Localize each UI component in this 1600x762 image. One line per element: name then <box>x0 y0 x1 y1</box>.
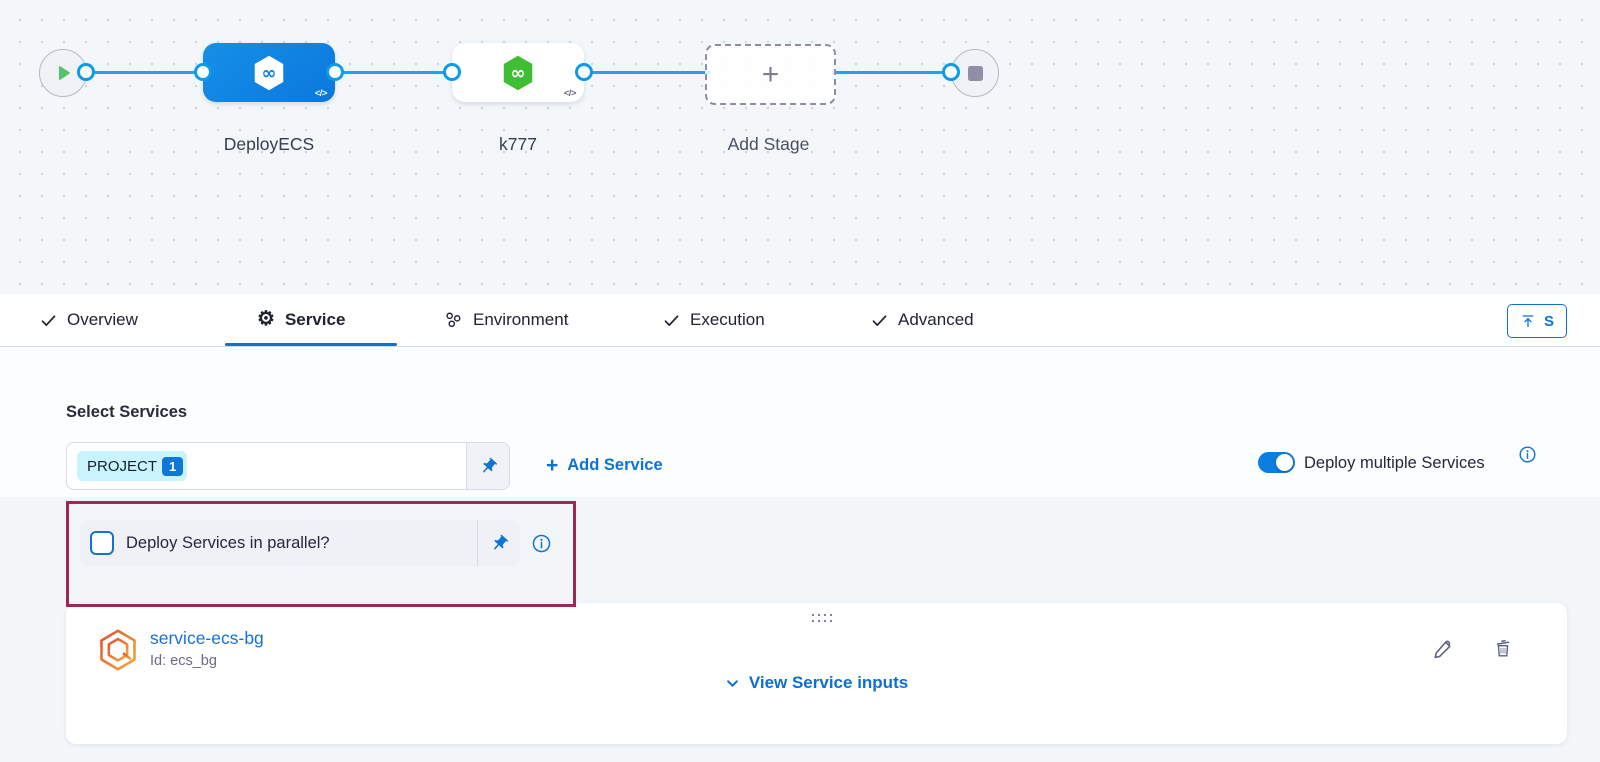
connector-port <box>194 63 212 81</box>
gear-icon: ⚙ <box>257 308 275 330</box>
add-stage-button[interactable]: + <box>705 44 836 105</box>
check-icon <box>664 314 679 326</box>
tab-label: Service <box>284 310 346 329</box>
pin-input-button[interactable] <box>477 520 520 566</box>
toggle-knob <box>1276 454 1293 471</box>
tab-label: Advanced <box>898 310 974 329</box>
pin-icon <box>493 534 508 549</box>
tab-environment[interactable]: Environment <box>443 294 568 346</box>
stage-node-deployecs[interactable]: ∞ </> <box>203 43 335 102</box>
edge-deployecs-k777 <box>335 71 455 74</box>
stop-icon <box>967 65 983 81</box>
service-id-text: Id: ecs_bg <box>150 653 217 669</box>
view-inputs-label: View Service inputs <box>748 673 909 692</box>
pipeline-canvas: ∞ </> ∞ </> + DeployECS k777 Add Stage <box>0 0 1600 294</box>
save-button[interactable]: S <box>1507 304 1568 338</box>
deploy-parallel-field: Deploy Services in parallel? <box>80 520 520 566</box>
edge-addstage-end <box>832 71 954 74</box>
services-multiselect[interactable]: PROJECT 1 <box>66 442 510 490</box>
harness-cd-icon: ∞ <box>254 55 284 90</box>
add-service-label: Add Service <box>567 455 663 474</box>
upload-icon <box>1522 315 1534 327</box>
annotation-highlight-box <box>66 501 576 607</box>
service-card: service-ecs-bg Id: ecs_bg View Service i… <box>66 603 1567 744</box>
edit-service-button[interactable] <box>1430 635 1456 661</box>
plus-icon: + <box>761 57 780 91</box>
service-name-link[interactable]: service-ecs-bg <box>150 628 264 648</box>
svg-text:∞: ∞ <box>511 63 526 84</box>
pencil-icon <box>1433 640 1451 658</box>
add-service-button[interactable]: + Add Service <box>546 450 663 480</box>
deploy-parallel-checkbox[interactable] <box>90 531 114 555</box>
stage-node-k777[interactable]: ∞ </> <box>452 43 584 102</box>
ecs-service-icon <box>100 629 136 671</box>
tab-overview[interactable]: Overview <box>40 294 138 346</box>
selected-services-tag[interactable]: PROJECT 1 <box>77 451 188 481</box>
delete-service-button[interactable] <box>1490 635 1516 661</box>
deploy-parallel-info-icon[interactable] <box>531 533 552 559</box>
chevron-down-icon <box>726 679 738 687</box>
stage-config-tabbar: Overview ⚙ Service Environment Execution… <box>0 294 1600 347</box>
deploy-multiple-services-label: Deploy multiple Services <box>1304 454 1485 472</box>
tag-count-badge: 1 <box>162 456 184 476</box>
tab-label: Overview <box>67 310 138 329</box>
connector-port <box>575 63 593 81</box>
tab-execution[interactable]: Execution <box>663 294 765 346</box>
edge-start-deployecs <box>70 71 210 74</box>
pin-icon <box>482 457 497 472</box>
stage-label-k777: k777 <box>499 134 537 154</box>
tab-label: Environment <box>473 310 569 329</box>
select-services-label: Select Services <box>66 403 188 421</box>
deploy-multiple-services-toggle[interactable] <box>1258 452 1295 473</box>
svg-text:∞: ∞ <box>262 63 277 84</box>
code-badge-icon: </> <box>314 88 328 99</box>
check-icon <box>872 314 887 326</box>
deploy-parallel-label: Deploy Services in parallel? <box>126 533 330 552</box>
connector-port <box>443 63 461 81</box>
stage-label-add-stage: Add Stage <box>727 134 810 154</box>
connector-port <box>77 63 95 81</box>
pin-input-button[interactable] <box>466 443 509 489</box>
harness-ci-icon: ∞ <box>503 55 533 90</box>
stage-label-deployecs: DeployECS <box>223 134 315 154</box>
drag-handle[interactable] <box>810 612 834 624</box>
pipeline-end-node <box>951 49 999 97</box>
tag-label: PROJECT <box>87 457 158 475</box>
environment-cluster-icon <box>446 312 461 328</box>
play-icon <box>58 66 70 80</box>
edge-k777-addstage <box>584 71 710 74</box>
tab-service[interactable]: ⚙ Service <box>257 294 345 346</box>
deploy-multiple-info-icon[interactable] <box>1518 445 1537 469</box>
save-button-label: S <box>1544 312 1555 330</box>
connector-port <box>326 63 344 81</box>
tab-label: Execution <box>690 310 765 329</box>
view-service-inputs-link[interactable]: View Service inputs <box>66 673 1567 693</box>
tab-advanced[interactable]: Advanced <box>871 294 974 346</box>
plus-icon: + <box>546 453 559 477</box>
check-icon <box>41 314 56 326</box>
trash-icon <box>1496 639 1510 657</box>
pipeline-start-node <box>39 49 87 97</box>
active-tab-underline <box>225 342 397 346</box>
code-badge-icon: </> <box>563 88 577 99</box>
connector-port <box>942 63 960 81</box>
